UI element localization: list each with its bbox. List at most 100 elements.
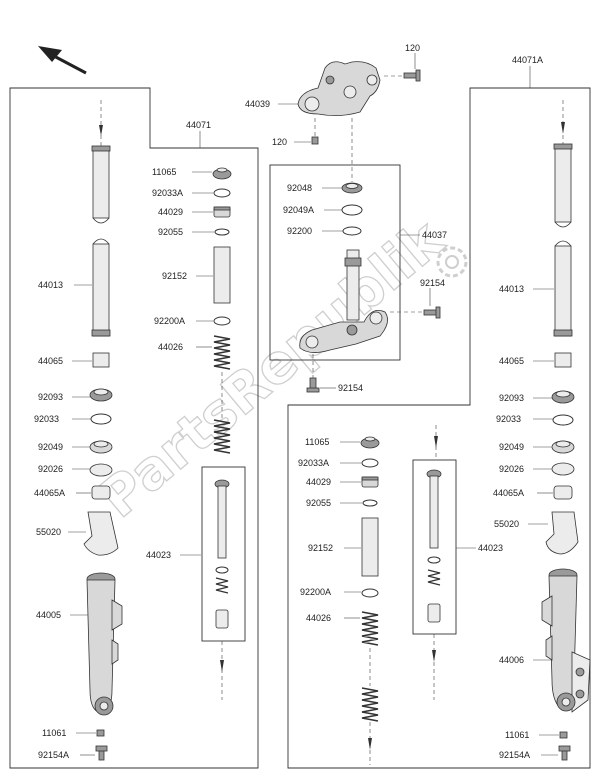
top-bracket — [297, 61, 381, 116]
label-l-44013: 44013 — [38, 280, 63, 290]
label-left-fork-assy: 44071 — [186, 120, 211, 130]
label-r-92026: 92026 — [499, 464, 524, 474]
left-ring-92055 — [214, 228, 230, 236]
label-top-bracket: 44039 — [245, 99, 270, 109]
right-spring-44026 — [361, 611, 379, 722]
label-r-44026: 44026 — [306, 613, 331, 623]
right-fork-guard-55020 — [545, 511, 579, 555]
label-l-44023: 44023 — [146, 550, 171, 560]
left-bush-44065 — [92, 352, 110, 368]
label-right-fork-assy: 44071A — [512, 55, 543, 65]
label-stem-assy: 44037 — [422, 230, 447, 240]
label-l-11065: 11065 — [152, 167, 176, 177]
label-l-92154A: 92154A — [38, 750, 69, 760]
right-cartridge-44023 — [426, 469, 442, 623]
right-oring-92033A — [361, 458, 379, 468]
right-bolt-92154A — [558, 745, 571, 761]
left-fork-frame — [9, 87, 259, 769]
label-l-92093: 92093 — [38, 392, 63, 402]
left-washer-92026 — [89, 463, 113, 477]
watermark-gear-icon — [436, 246, 468, 278]
left-oil-seal-92093 — [89, 388, 113, 402]
left-cap-11061 — [96, 729, 105, 737]
left-collar-92152 — [213, 246, 231, 304]
label-l-44026: 44026 — [158, 342, 183, 352]
label-r-44065A: 44065A — [493, 488, 524, 498]
label-r-44006: 44006 — [499, 655, 524, 665]
stem-bolt-right — [423, 306, 441, 319]
left-bolt-92154A — [95, 745, 108, 761]
label-stem-92200: 92200 — [287, 226, 312, 236]
right-washer-92200A — [361, 588, 379, 598]
right-fork-frame — [287, 87, 591, 769]
left-bush-44065A — [91, 485, 111, 500]
left-cartridge-frame — [201, 466, 246, 642]
label-r-44013: 44013 — [499, 284, 524, 294]
stem-frame — [269, 164, 401, 361]
label-r-92152: 92152 — [308, 543, 333, 553]
left-spring-44026 — [213, 335, 231, 454]
bolt-120-left — [311, 136, 319, 145]
label-stem-bolt-bottom: 92154 — [338, 383, 363, 393]
right-bush-44065 — [554, 352, 572, 368]
left-clip-92033 — [90, 413, 112, 425]
label-l-44065A: 44065A — [34, 488, 65, 498]
label-r-92154A: 92154A — [499, 750, 530, 760]
label-r-44029: 44029 — [306, 477, 331, 487]
label-r-44065: 44065 — [499, 356, 524, 366]
label-l-92055: 92055 — [158, 227, 183, 237]
right-oil-seal-92093 — [551, 390, 575, 404]
left-inner-tube-44013 — [91, 145, 111, 337]
label-r-11065: 11065 — [305, 437, 329, 447]
label-r-92049: 92049 — [499, 442, 524, 452]
label-l-55020: 55020 — [36, 527, 61, 537]
label-l-92033: 92033 — [34, 414, 59, 424]
label-r-92055: 92055 — [306, 498, 331, 508]
label-r-55020: 55020 — [494, 519, 519, 529]
left-cap-bolt-11065 — [212, 167, 232, 180]
right-outer-tube-44006 — [541, 568, 591, 713]
front-direction-arrow-icon — [38, 46, 87, 75]
label-l-11061: 11061 — [42, 728, 66, 738]
left-cartridge-44023 — [214, 479, 230, 629]
label-stem-92049A: 92049A — [283, 205, 314, 215]
label-l-44065: 44065 — [38, 356, 63, 366]
label-l-92152: 92152 — [162, 271, 187, 281]
left-washer-92200A — [213, 316, 231, 326]
label-l-92049: 92049 — [38, 442, 63, 452]
right-spring-seat-44029 — [361, 476, 379, 488]
label-l-92200A: 92200A — [154, 316, 185, 326]
stem-seal-92049A — [341, 204, 363, 216]
label-r-92093: 92093 — [499, 393, 524, 403]
label-r-44023: 44023 — [478, 543, 503, 553]
right-inner-tube-44013 — [553, 143, 573, 337]
label-l-44005: 44005 — [36, 610, 61, 620]
label-r-11061: 11061 — [505, 730, 529, 740]
label-r-92033: 92033 — [496, 414, 521, 424]
right-cap-11061 — [559, 731, 568, 739]
right-cap-bolt-11065 — [360, 436, 380, 449]
label-stem-bolt-right: 92154 — [420, 278, 445, 288]
right-washer-92026 — [551, 462, 575, 476]
left-outer-tube-44005 — [86, 572, 123, 716]
left-oring-92033A — [213, 188, 231, 198]
label-l-92033A: 92033A — [152, 188, 183, 198]
left-dust-seal-92049 — [89, 440, 113, 454]
stem-ring-92200 — [342, 226, 362, 236]
stem-bolt-bottom — [306, 377, 320, 393]
right-collar-92152 — [361, 517, 379, 577]
right-ring-92055 — [362, 499, 378, 507]
left-fork-guard-55020 — [83, 511, 119, 556]
steering-stem — [299, 249, 388, 353]
right-cartridge-frame — [412, 459, 457, 635]
label-bolt-120-left: 120 — [272, 137, 287, 147]
bolt-120-top — [403, 69, 421, 82]
label-bolt-120-top: 120 — [405, 43, 420, 53]
label-r-92033A: 92033A — [298, 458, 329, 468]
left-spring-seat-44029 — [213, 206, 231, 218]
label-r-92200A: 92200A — [300, 587, 331, 597]
label-l-44029: 44029 — [158, 207, 183, 217]
label-stem-92048: 92048 — [287, 183, 312, 193]
right-clip-92033 — [552, 414, 574, 426]
